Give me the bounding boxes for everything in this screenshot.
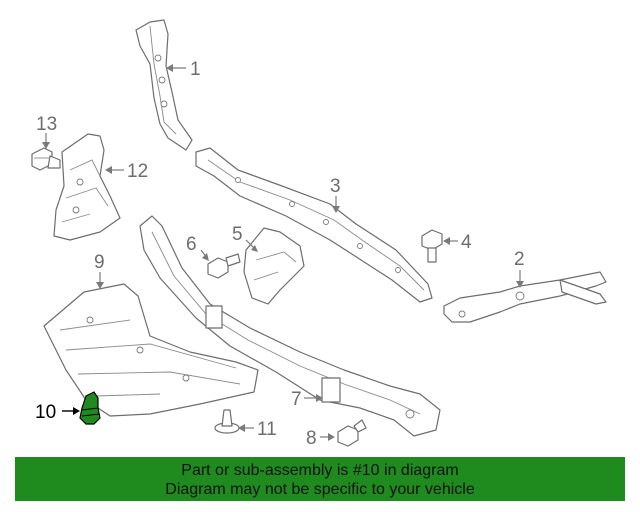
info-banner: Part or sub-assembly is #10 in diagram D… <box>15 457 625 501</box>
part-2-bracket-arm[interactable] <box>443 271 607 323</box>
svg-text:9: 9 <box>94 252 105 273</box>
svg-text:1: 1 <box>190 59 201 80</box>
callout-4: 4 <box>443 232 472 253</box>
callout-8: 8 <box>306 428 335 449</box>
part-4-bolt[interactable] <box>421 229 443 263</box>
svg-text:2: 2 <box>514 249 525 270</box>
part-1-side-bracket[interactable] <box>135 19 193 151</box>
callout-10: 10 <box>35 402 80 423</box>
svg-text:7: 7 <box>291 389 302 410</box>
callout-9: 9 <box>94 252 105 289</box>
svg-text:4: 4 <box>461 232 472 253</box>
svg-text:12: 12 <box>127 161 148 182</box>
svg-text:3: 3 <box>330 176 341 197</box>
callout-2: 2 <box>514 249 525 288</box>
banner-line-1: Part or sub-assembly is #10 in diagram <box>181 462 459 479</box>
svg-text:8: 8 <box>306 428 317 449</box>
callout-12: 12 <box>105 161 148 182</box>
svg-text:11: 11 <box>257 419 277 440</box>
callout-3: 3 <box>330 176 341 213</box>
part-6-bolt[interactable] <box>207 253 241 279</box>
part-3-upper-support[interactable] <box>195 147 433 303</box>
banner-line-2: Diagram may not be specific to your vehi… <box>165 481 475 498</box>
svg-text:6: 6 <box>186 234 197 255</box>
svg-text:10: 10 <box>35 402 56 423</box>
part-11-clip[interactable] <box>214 409 240 434</box>
part-12-side-shield[interactable] <box>53 133 121 241</box>
part-8-bolt[interactable] <box>337 419 367 447</box>
part-9-splash-shield[interactable] <box>43 283 259 417</box>
callout-1: 1 <box>166 59 201 80</box>
part-10-bolt[interactable] <box>79 391 101 425</box>
part-7-lower-support[interactable] <box>139 215 441 437</box>
part-13-bolt[interactable] <box>31 147 61 171</box>
svg-text:13: 13 <box>36 114 57 135</box>
callout-13: 13 <box>36 114 57 149</box>
callout-5: 5 <box>232 224 258 252</box>
callout-6: 6 <box>186 234 209 261</box>
callout-11: 11 <box>238 419 277 440</box>
callout-7: 7 <box>291 389 323 410</box>
part-5-bracket[interactable] <box>243 227 305 305</box>
svg-text:5: 5 <box>232 224 243 245</box>
